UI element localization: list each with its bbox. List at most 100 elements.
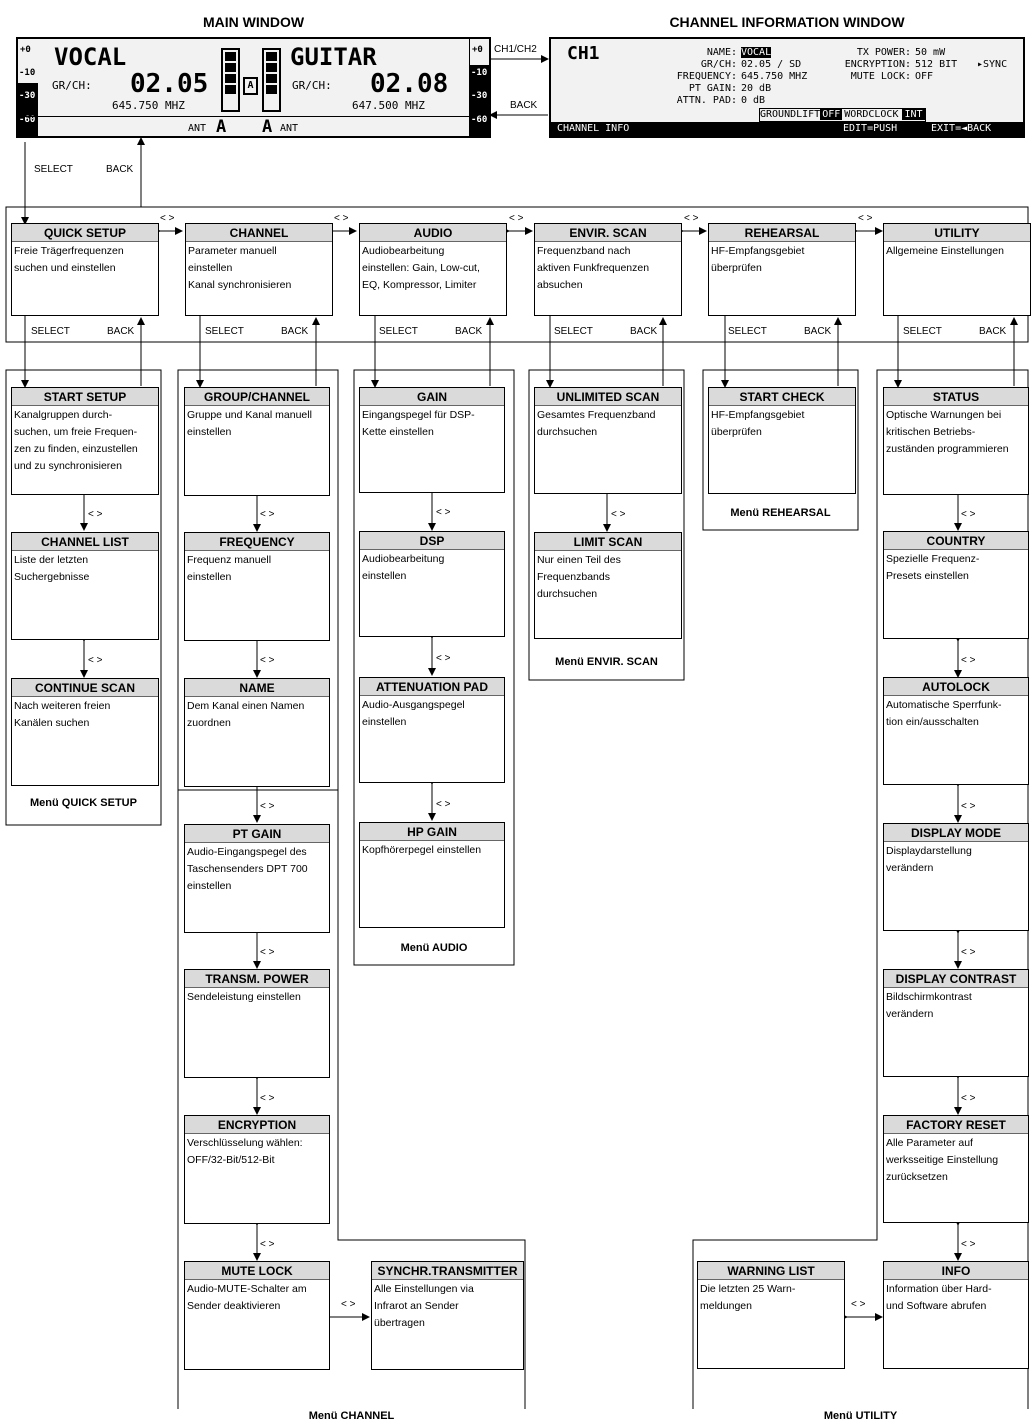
menu-box-title: SYNCHR.TRANSMITTER [372,1262,523,1280]
navigate-left-right-label: < > [858,213,873,224]
menu-box-description: Nach weiteren freien Kanälen suchen [14,700,111,729]
left-level-meter: +0 -10 -30 -60 [18,39,38,136]
menu-caption: Menü REHEARSAL [730,507,831,519]
menu-box-title: COUNTRY [884,532,1028,550]
groundlift-label: GROUNDLIFT [760,109,821,120]
menu-box-description: Optische Warnungen bei kritischen Betrie… [886,409,1009,455]
navigate-left-right-label: < > [341,1299,356,1310]
left-antenna-value: A [216,117,227,137]
select-label: SELECT [903,326,942,337]
meter-label: -10 [19,68,36,78]
menu-box-title: ENCRYPTION [185,1116,329,1134]
menu-box-description: Audio-Eingangspegel des Taschensenders D… [187,846,308,892]
footer-edit-hint: EDIT=PUSH [843,123,898,134]
info-label: ENCRYPTION: [844,59,911,70]
menu-box-description: Freie Trägerfrequenzen suchen und einste… [14,245,124,274]
menu-caption: Menü CHANNEL [308,1410,395,1422]
select-label: SELECT [31,326,70,337]
navigate-left-right-label: < > [436,799,451,810]
select-label: SELECT [205,326,244,337]
select-label: SELECT [728,326,767,337]
menu-box[interactable]: STATUS Optische Warnungen bei kritischen … [883,387,1029,495]
back-label: BACK [455,326,483,337]
navigate-left-right-label: < > [961,655,976,666]
navigate-left-right-label: < > [160,213,175,224]
menu-box-description: Spezielle Frequenz- Presets einstellen [886,553,980,582]
menu-box-description: Alle Einstellungen via Infrarot an Sende… [374,1283,474,1329]
menu-box[interactable]: COUNTRY Spezielle Frequenz- Presets einst… [883,531,1029,639]
menu-box-title: CHANNEL LIST [12,533,158,551]
navigate-left-right-label: < > [260,1093,275,1104]
navigate-left-right-label: < > [436,653,451,664]
navigate-left-right-label: < > [436,507,451,518]
info-value: 0 dB [741,95,766,106]
navigate-left-right-label: < > [260,801,275,812]
navigate-left-right-label: < > [961,801,976,812]
ant-label: ANT [188,123,207,134]
main-window-title: MAIN WINDOW [202,14,305,30]
menu-box-title: GROUP/CHANNEL [185,388,329,406]
menu-box[interactable]: START SETUP Kanalgruppen durch- suchen, u… [11,387,159,495]
menu-box-title: REHEARSAL [709,224,855,242]
menu-box-title: STATUS [884,388,1028,406]
back-label: BACK [107,326,135,337]
navigate-left-right-label: < > [260,947,275,958]
menu-box-description: HF-Empfangsgebiet überprüfen [711,409,805,438]
channel-info-window-title: CHANNEL INFORMATION WINDOW [669,14,905,30]
left-grch-value: 02.05 [130,69,209,99]
menu-box-description: Eingangspegel für DSP- Kette einstellen [362,409,475,438]
left-channel-name: VOCAL [54,43,127,71]
menu-box-description: Gesamtes Frequenzband durchsuchen [537,409,656,438]
info-label: TX POWER: [856,47,911,58]
navigate-left-right-label: < > [611,509,626,520]
info-value: 02.05 / SD [741,59,802,70]
menu-box-title: TRANSM. POWER [185,970,329,988]
menu-box-description: Audiobearbeitung einstellen: Gain, Low-c… [362,245,480,291]
menu-box-title: QUICK SETUP [12,224,158,242]
right-battery-icon [262,48,281,112]
menu-box-description: Kanalgruppen durch- suchen, um freie Fre… [14,409,138,472]
menu-box-title: FREQUENCY [185,533,329,551]
info-value: 20 dB [741,83,772,94]
menu-box[interactable]: SYNCHR.TRANSMITTER Alle Einstellungen via… [371,1261,524,1370]
sync-button[interactable]: ▸SYNC [977,59,1008,70]
navigate-left-right-label: < > [684,213,699,224]
ch1-ch2-label: CH1/CH2 [494,44,537,55]
top-menu-0[interactable]: QUICK SETUP Freie Trägerfrequenzen suchen… [11,223,159,316]
right-grch-value: 02.08 [370,69,449,99]
menu-box-title: WARNING LIST [698,1262,844,1280]
grch-label: GR/CH: [292,79,332,92]
menu-box-title: START SETUP [12,388,158,406]
navigate-left-right-label: < > [88,655,103,666]
info-value: 512 BIT [915,59,958,70]
menu-box-title: CHANNEL [186,224,332,242]
menu-box-description: Audio-MUTE-Schalter am Sender deaktivier… [187,1283,307,1312]
